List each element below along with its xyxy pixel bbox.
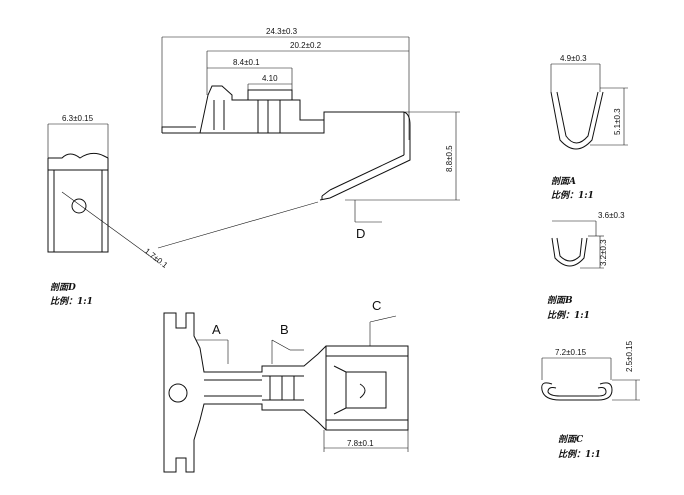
label-d: D — [356, 226, 365, 241]
dim-sec-c-width: 7.2±0.15 — [555, 348, 587, 357]
dim-sec-c-height: 2.5±0.15 — [625, 340, 634, 372]
plan-view: 7.8±0.1 A B C — [163, 298, 409, 473]
dim-sec-a-height: 5.1±0.3 — [613, 108, 622, 135]
side-view: 24.3±0.3 20.2±0.2 8.4±0.1 4.10 8.8±0.5 — [161, 27, 460, 241]
section-c-scale: 比例：1:1 — [558, 449, 601, 460]
dim-sec-b-width: 3.6±0.3 — [598, 211, 625, 220]
section-a-view: 4.9±0.3 5.1±0.3 剖面A 比例：1:1 — [550, 54, 628, 201]
section-a-title: 剖面A — [551, 176, 576, 187]
section-d-title: 剖面D — [50, 282, 76, 293]
section-d-view: 6.3±0.15 1.7±0.1 剖面D 比例：1:1 — [47, 114, 319, 307]
section-d-scale: 比例：1:1 — [50, 296, 93, 307]
section-c-title: 剖面C — [558, 434, 584, 445]
dim-angle: 1.7±0.1 — [143, 246, 170, 270]
dim-end-width: 6.3±0.15 — [62, 114, 94, 123]
section-a-scale: 比例：1:1 — [551, 190, 594, 201]
section-b-title: 剖面B — [547, 295, 573, 306]
label-a: A — [212, 322, 221, 337]
dim-total-length: 24.3±0.3 — [266, 27, 298, 36]
dim-sec-a-width: 4.9±0.3 — [560, 54, 587, 63]
dim-height-side: 8.8±0.5 — [445, 145, 454, 172]
section-b-scale: 比例：1:1 — [547, 310, 590, 321]
label-c: C — [372, 298, 381, 313]
dim-length-2: 20.2±0.2 — [290, 41, 322, 50]
label-b: B — [280, 322, 289, 337]
section-b-view: 3.6±0.3 3.2±0.3 剖面B 比例：1:1 — [547, 211, 625, 321]
dim-bottom-length: 7.8±0.1 — [347, 439, 374, 448]
dim-length-3: 8.4±0.1 — [233, 58, 260, 67]
dim-length-4: 4.10 — [262, 74, 278, 83]
section-c-view: 7.2±0.15 2.5±0.15 剖面C 比例：1:1 — [541, 340, 640, 460]
dim-sec-b-height: 3.2±0.3 — [599, 239, 608, 266]
